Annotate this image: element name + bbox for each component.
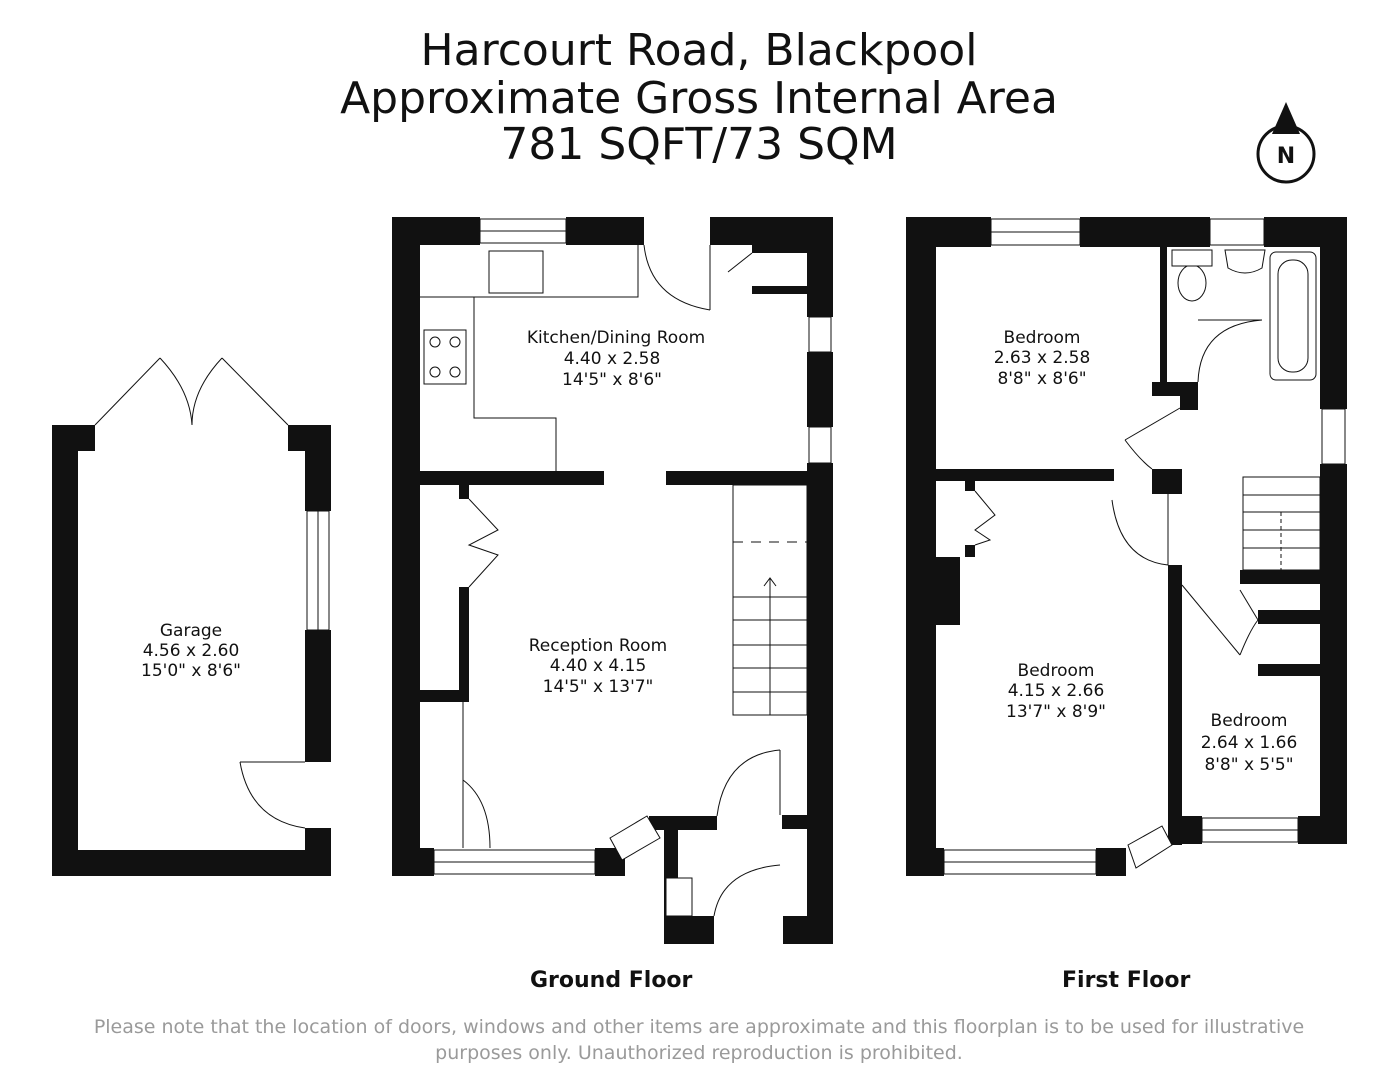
svg-text:4.40 x 2.58: 4.40 x 2.58 [564,349,661,369]
area-value: 781 SQFT/73 SQM [500,119,898,170]
svg-text:4.40 x 4.15: 4.40 x 4.15 [550,656,647,676]
garage-label: Garage 4.56 x 2.60 15'0" x 8'6" [141,621,241,681]
svg-text:Reception Room: Reception Room [529,636,667,656]
disclaimer: Please note that the location of doors, … [93,1016,1305,1064]
svg-text:14'5" x 8'6": 14'5" x 8'6" [562,370,662,390]
first-floor-plan [906,217,1347,876]
bedroom-1-label: Bedroom 2.63 x 2.58 8'8" x 8'6" [994,328,1091,389]
svg-text:Garage: Garage [160,621,222,641]
svg-text:Bedroom: Bedroom [1211,711,1288,731]
compass-label: N [1277,144,1295,169]
garage-plan [52,425,331,876]
svg-text:4.15 x 2.66: 4.15 x 2.66 [1008,681,1105,701]
svg-text:Bedroom: Bedroom [1018,661,1095,681]
svg-text:2.64 x 1.66: 2.64 x 1.66 [1201,733,1298,753]
svg-text:14'5" x 13'7": 14'5" x 13'7" [543,677,654,697]
first-floor-label: First Floor [1062,968,1191,993]
bedroom-2-label: Bedroom 4.15 x 2.66 13'7" x 8'9" [1006,661,1106,722]
svg-text:8'8" x 8'6": 8'8" x 8'6" [997,369,1086,389]
svg-text:8'8" x 5'5": 8'8" x 5'5" [1204,755,1293,775]
svg-text:Kitchen/Dining Room: Kitchen/Dining Room [527,328,705,348]
property-title: Harcourt Road, Blackpool [420,25,978,76]
svg-text:15'0" x 8'6": 15'0" x 8'6" [141,661,241,681]
bedroom-3-label: Bedroom 2.64 x 1.66 8'8" x 5'5" [1201,711,1298,775]
svg-text:Bedroom: Bedroom [1004,328,1081,348]
ground-floor-plan [392,217,833,944]
reception-label: Reception Room 4.40 x 4.15 14'5" x 13'7" [529,636,667,697]
svg-text:4.56 x 2.60: 4.56 x 2.60 [143,641,240,661]
compass-icon: N [1256,102,1316,184]
svg-text:2.63 x 2.58: 2.63 x 2.58 [994,348,1091,368]
kitchen-label: Kitchen/Dining Room 4.40 x 2.58 14'5" x … [527,328,705,390]
ground-floor-label: Ground Floor [530,968,693,993]
svg-text:13'7" x 8'9": 13'7" x 8'9" [1006,702,1106,722]
area-label: Approximate Gross Internal Area [340,73,1058,124]
